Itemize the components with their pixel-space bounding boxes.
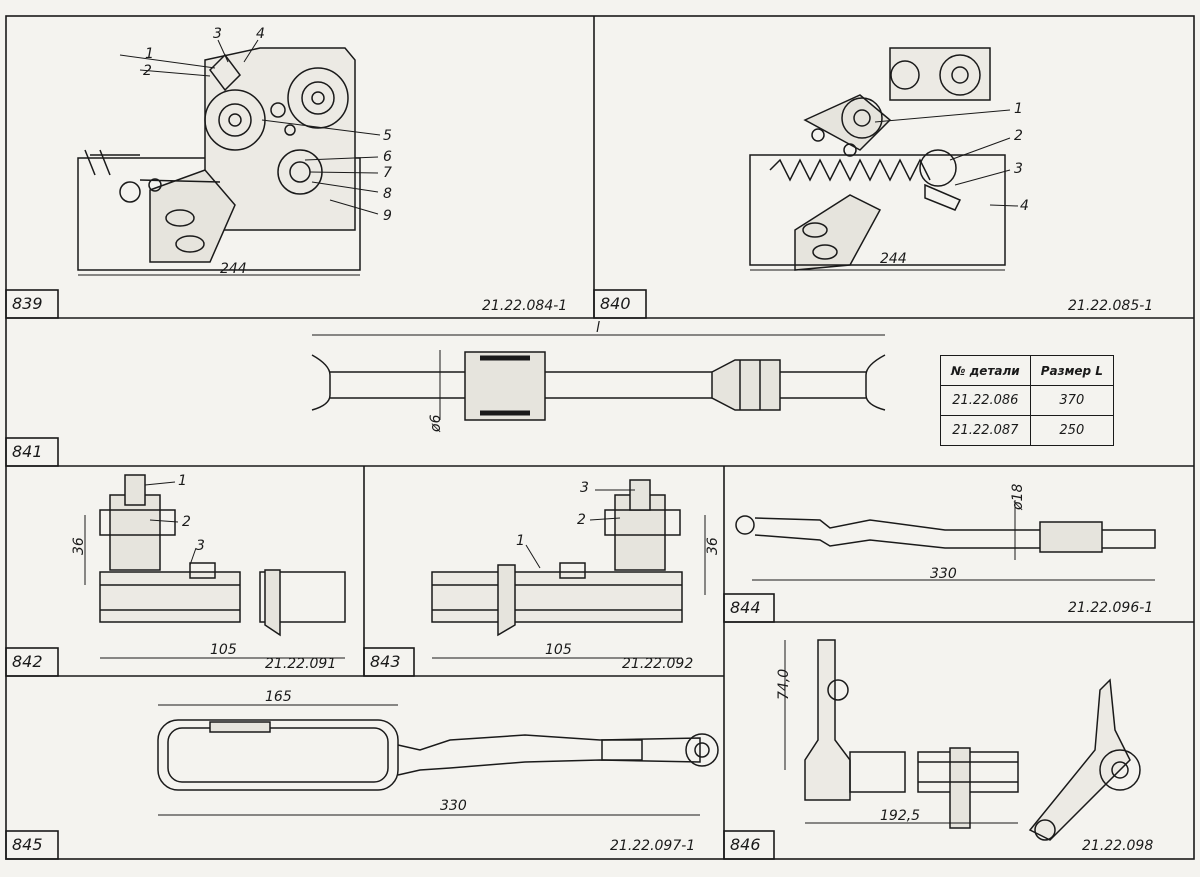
fig-843-callout-1: 1	[516, 533, 525, 549]
fig-844-drawing	[735, 500, 1156, 581]
fig-842-number: 842	[12, 652, 43, 671]
fig-840-callout-3: 3	[1014, 161, 1023, 177]
fig-840-number: 840	[600, 294, 631, 313]
table-header-size: Размер L	[1029, 355, 1114, 386]
fig-845-drawing	[157, 704, 719, 816]
fig-843-dim-0: 36	[705, 537, 721, 555]
fig-840-code: 21.22.085-1	[1068, 298, 1154, 314]
fig-843-dim-1: 105	[545, 642, 572, 658]
fig-844-dim-0: ø18	[1010, 484, 1026, 511]
table-cell-size: 250	[1029, 415, 1114, 446]
size-table: № детали Размер L 21.22.086 370 21.22.08…	[940, 355, 1114, 446]
fig-846-dim-1: 192,5	[880, 808, 920, 824]
fig-842-callout-2: 2	[182, 514, 191, 530]
fig-839-callout-4: 4	[256, 26, 265, 42]
fig-846-drawing	[784, 639, 1141, 841]
table-cell-size: 370	[1029, 385, 1114, 416]
fig-840-callout-2: 2	[1014, 128, 1023, 144]
fig-839-callout-1: 1	[145, 46, 154, 62]
fig-840-dim-0: 244	[880, 251, 907, 267]
fig-843-drawing	[431, 479, 706, 659]
fig-846-dim-0: 74,0	[776, 669, 792, 700]
table-cell-part: 21.22.086	[940, 385, 1031, 416]
fig-839-dim-0: 244	[220, 261, 247, 277]
table-cell-part: 21.22.087	[940, 415, 1031, 446]
fig-842-dim-0: 36	[71, 537, 87, 555]
table-header-part: № детали	[940, 355, 1031, 386]
fig-839-code: 21.22.084-1	[482, 298, 568, 314]
fig-843-number: 843	[370, 652, 401, 671]
fig-846-number: 846	[730, 835, 761, 854]
fig-844-code: 21.22.096-1	[1068, 600, 1154, 616]
fig-841-dim-l: l	[596, 320, 600, 336]
fig-841-number: 841	[12, 442, 43, 461]
fig-844-number: 844	[730, 598, 761, 617]
fig-841-dim-d: ø6	[428, 414, 444, 433]
fig-839-callout-9: 9	[383, 208, 392, 224]
frame-grid	[5, 15, 1195, 860]
fig-842-drawing	[84, 474, 346, 659]
fig-842-callout-3: 3	[196, 538, 205, 554]
fig-841-drawing	[311, 334, 886, 421]
fig-842-dim-1: 105	[210, 642, 237, 658]
fig-839-callout-6: 6	[383, 149, 392, 165]
fig-839-callout-8: 8	[383, 186, 392, 202]
fig-839-number: 839	[12, 294, 43, 313]
table-row: 21.22.086 370	[940, 385, 1114, 416]
fig-840-drawing	[749, 47, 1019, 271]
fig-840-callout-1: 1	[1014, 101, 1023, 117]
fig-839-drawing	[77, 39, 381, 276]
fig-845-dim-0: 165	[265, 689, 292, 705]
fig-846-code: 21.22.098	[1082, 838, 1154, 854]
fig-845-number: 845	[12, 835, 43, 854]
fig-843-code: 21.22.092	[622, 656, 694, 672]
fig-842-code: 21.22.091	[265, 656, 337, 672]
fig-839-callout-3: 3	[213, 26, 222, 42]
fig-839-callout-2: 2	[143, 63, 152, 79]
table-row: 21.22.087 250	[940, 415, 1114, 446]
fig-839-callout-7: 7	[383, 165, 392, 181]
fig-839-callout-5: 5	[383, 128, 392, 144]
fig-845-code: 21.22.097-1	[610, 838, 696, 854]
fig-845-dim-1: 330	[440, 798, 467, 814]
fig-843-callout-3: 3	[580, 480, 589, 496]
fig-842-callout-1: 1	[178, 473, 187, 489]
fig-840-callout-4: 4	[1020, 198, 1029, 214]
fig-843-callout-2: 2	[577, 512, 586, 528]
fig-844-dim-1: 330	[930, 566, 957, 582]
